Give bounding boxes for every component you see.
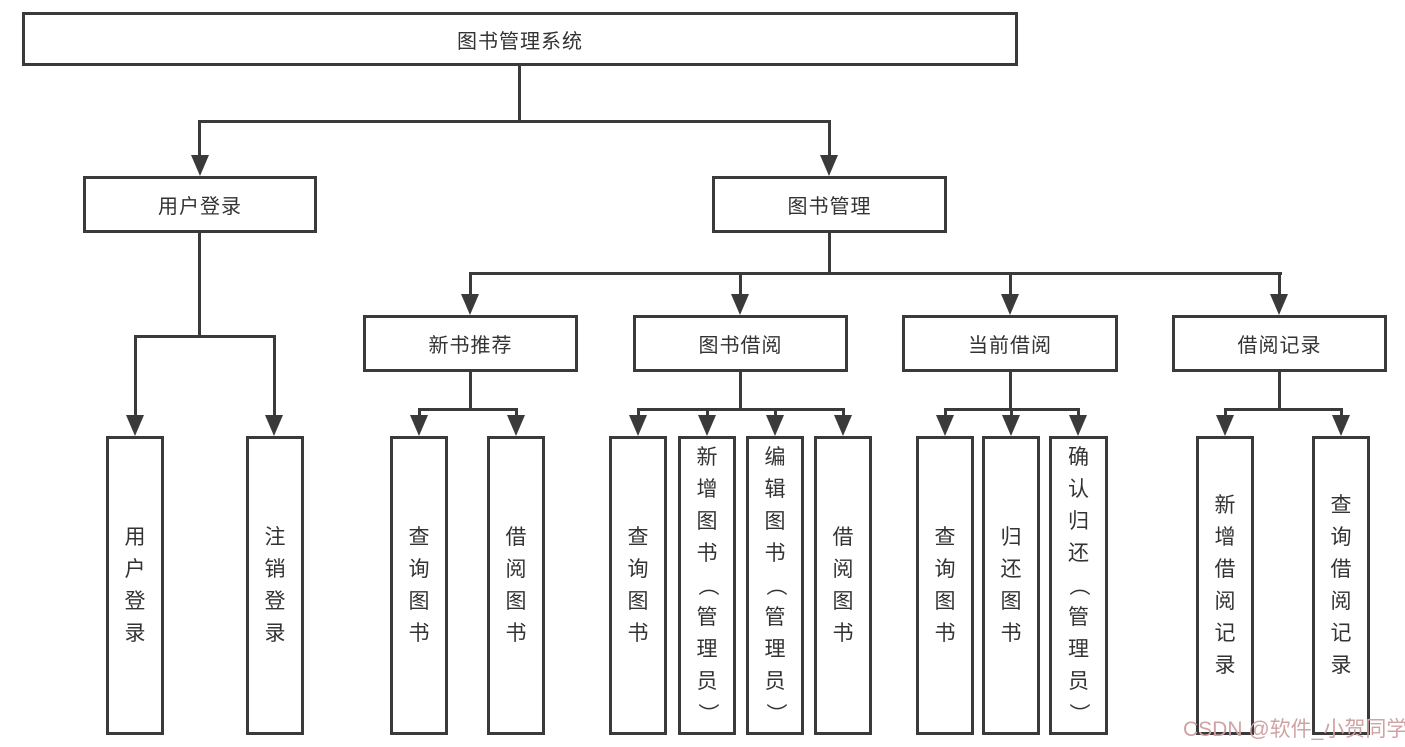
leaf-query-borrow-record: 查询借阅记录 (1312, 436, 1370, 735)
leaf-user-login: 用户登录 (106, 436, 164, 735)
node-label: 借阅图书 (832, 526, 854, 645)
arrowhead-d3 (1069, 415, 1087, 436)
arrowhead-d1 (936, 415, 954, 436)
arrowhead-book-mgmt (820, 155, 838, 176)
node-book-management: 图书管理 (712, 176, 947, 233)
arrowhead-c3 (766, 415, 784, 436)
connector-to-leaf-logout (273, 335, 276, 416)
connector-user-login-stem (198, 233, 201, 335)
connector-level3-hline (469, 272, 1282, 275)
node-label: 借阅图书 (505, 526, 527, 645)
node-label: 图书管理 (787, 196, 872, 218)
connector-c2 (706, 408, 709, 417)
arrowhead-current-borrow (1001, 294, 1019, 315)
node-new-book-recommend: 新书推荐 (363, 315, 578, 372)
node-label: 用户登录 (158, 196, 242, 218)
node-label: 编辑图书（管理员） (763, 446, 787, 724)
node-label: 图书管理系统 (457, 30, 583, 53)
leaf-add-borrow-record: 新增借阅记录 (1196, 436, 1254, 735)
node-label: 当前借阅 (968, 335, 1052, 357)
connector-user-login-hline (134, 335, 276, 338)
leaf-return-books: 归还图书 (982, 436, 1040, 735)
connector-b1 (418, 408, 421, 417)
arrowhead-d2 (1002, 415, 1020, 436)
connector-to-new-book (469, 272, 472, 296)
connector-new-book-hline (418, 408, 518, 411)
node-library-system: 图书管理系统 (22, 12, 1018, 66)
connector-to-book-mgmt (828, 120, 831, 157)
arrowhead-b1 (410, 415, 428, 436)
connector-d2 (1010, 408, 1013, 417)
connector-e2 (1340, 408, 1343, 417)
node-borrowing-records: 借阅记录 (1172, 315, 1387, 372)
connector-level2-hline (198, 120, 831, 123)
arrowhead-user-login (191, 155, 209, 176)
connector-borrow-records-hline (1224, 408, 1343, 411)
arrowhead-leaf-login (126, 415, 144, 436)
leaf-borrow-books-recommend: 借阅图书 (487, 436, 545, 735)
connector-new-book-stem (469, 372, 472, 408)
connector-d1 (944, 408, 947, 417)
node-label: 新增图书（管理员） (695, 446, 719, 724)
connector-to-borrow-records (1278, 272, 1281, 296)
leaf-query-books-borrow: 查询图书 (609, 436, 667, 735)
node-label: 用户登录 (124, 526, 146, 645)
node-current-borrowing: 当前借阅 (902, 315, 1118, 372)
node-label: 新增借阅记录 (1214, 494, 1236, 677)
arrowhead-book-borrow (731, 294, 749, 315)
node-user-login: 用户登录 (83, 176, 317, 233)
leaf-add-books-admin: 新增图书（管理员） (678, 436, 736, 735)
connector-to-current-borrow (1009, 272, 1012, 296)
arrowhead-e1 (1216, 415, 1234, 436)
arrowhead-borrow-records (1270, 294, 1288, 315)
node-label: 新书推荐 (428, 335, 513, 357)
arrowhead-b2 (507, 415, 525, 436)
connector-b2 (515, 408, 518, 417)
connector-borrow-records-stem (1278, 372, 1281, 408)
node-label: 图书借阅 (698, 335, 783, 357)
leaf-query-books-recommend: 查询图书 (390, 436, 448, 735)
arrowhead-new-book (461, 294, 479, 315)
connector-c1 (637, 408, 640, 417)
leaf-borrow-books: 借阅图书 (814, 436, 872, 735)
node-label: 归还图书 (1000, 526, 1022, 645)
connector-to-leaf-login (134, 335, 137, 416)
node-label: 查询借阅记录 (1330, 494, 1352, 677)
connector-to-book-borrow (739, 272, 742, 296)
csdn-watermark: CSDN @软件_小贺同学 (1183, 718, 1405, 741)
node-label: 确认归还（管理员） (1067, 446, 1090, 724)
connector-e1 (1224, 408, 1227, 417)
node-label: 注销登录 (264, 526, 286, 645)
node-label: 借阅记录 (1237, 335, 1322, 357)
arrowhead-c4 (834, 415, 852, 436)
connector-root-stem (518, 66, 521, 120)
arrowhead-c1 (629, 415, 647, 436)
leaf-query-books-current: 查询图书 (916, 436, 974, 735)
connector-current-borrow-stem (1009, 372, 1012, 408)
connector-c3 (774, 408, 777, 417)
connector-c4 (842, 408, 845, 417)
connector-book-borrow-hline (637, 408, 845, 411)
connector-book-mgmt-stem (828, 233, 831, 272)
arrowhead-leaf-logout (265, 415, 283, 436)
arrowhead-e2 (1332, 415, 1350, 436)
node-book-borrowing: 图书借阅 (633, 315, 848, 372)
arrowhead-c2 (698, 415, 716, 436)
connector-to-user-login (198, 120, 201, 157)
leaf-logout: 注销登录 (246, 436, 304, 735)
node-label: 查询图书 (627, 526, 649, 645)
node-label: 查询图书 (934, 526, 956, 645)
connector-d3 (1077, 408, 1080, 417)
leaf-confirm-return-admin: 确认归还（管理员） (1049, 436, 1108, 735)
leaf-edit-books-admin: 编辑图书（管理员） (746, 436, 804, 735)
node-label: 查询图书 (408, 526, 430, 645)
connector-book-borrow-stem (739, 372, 742, 408)
